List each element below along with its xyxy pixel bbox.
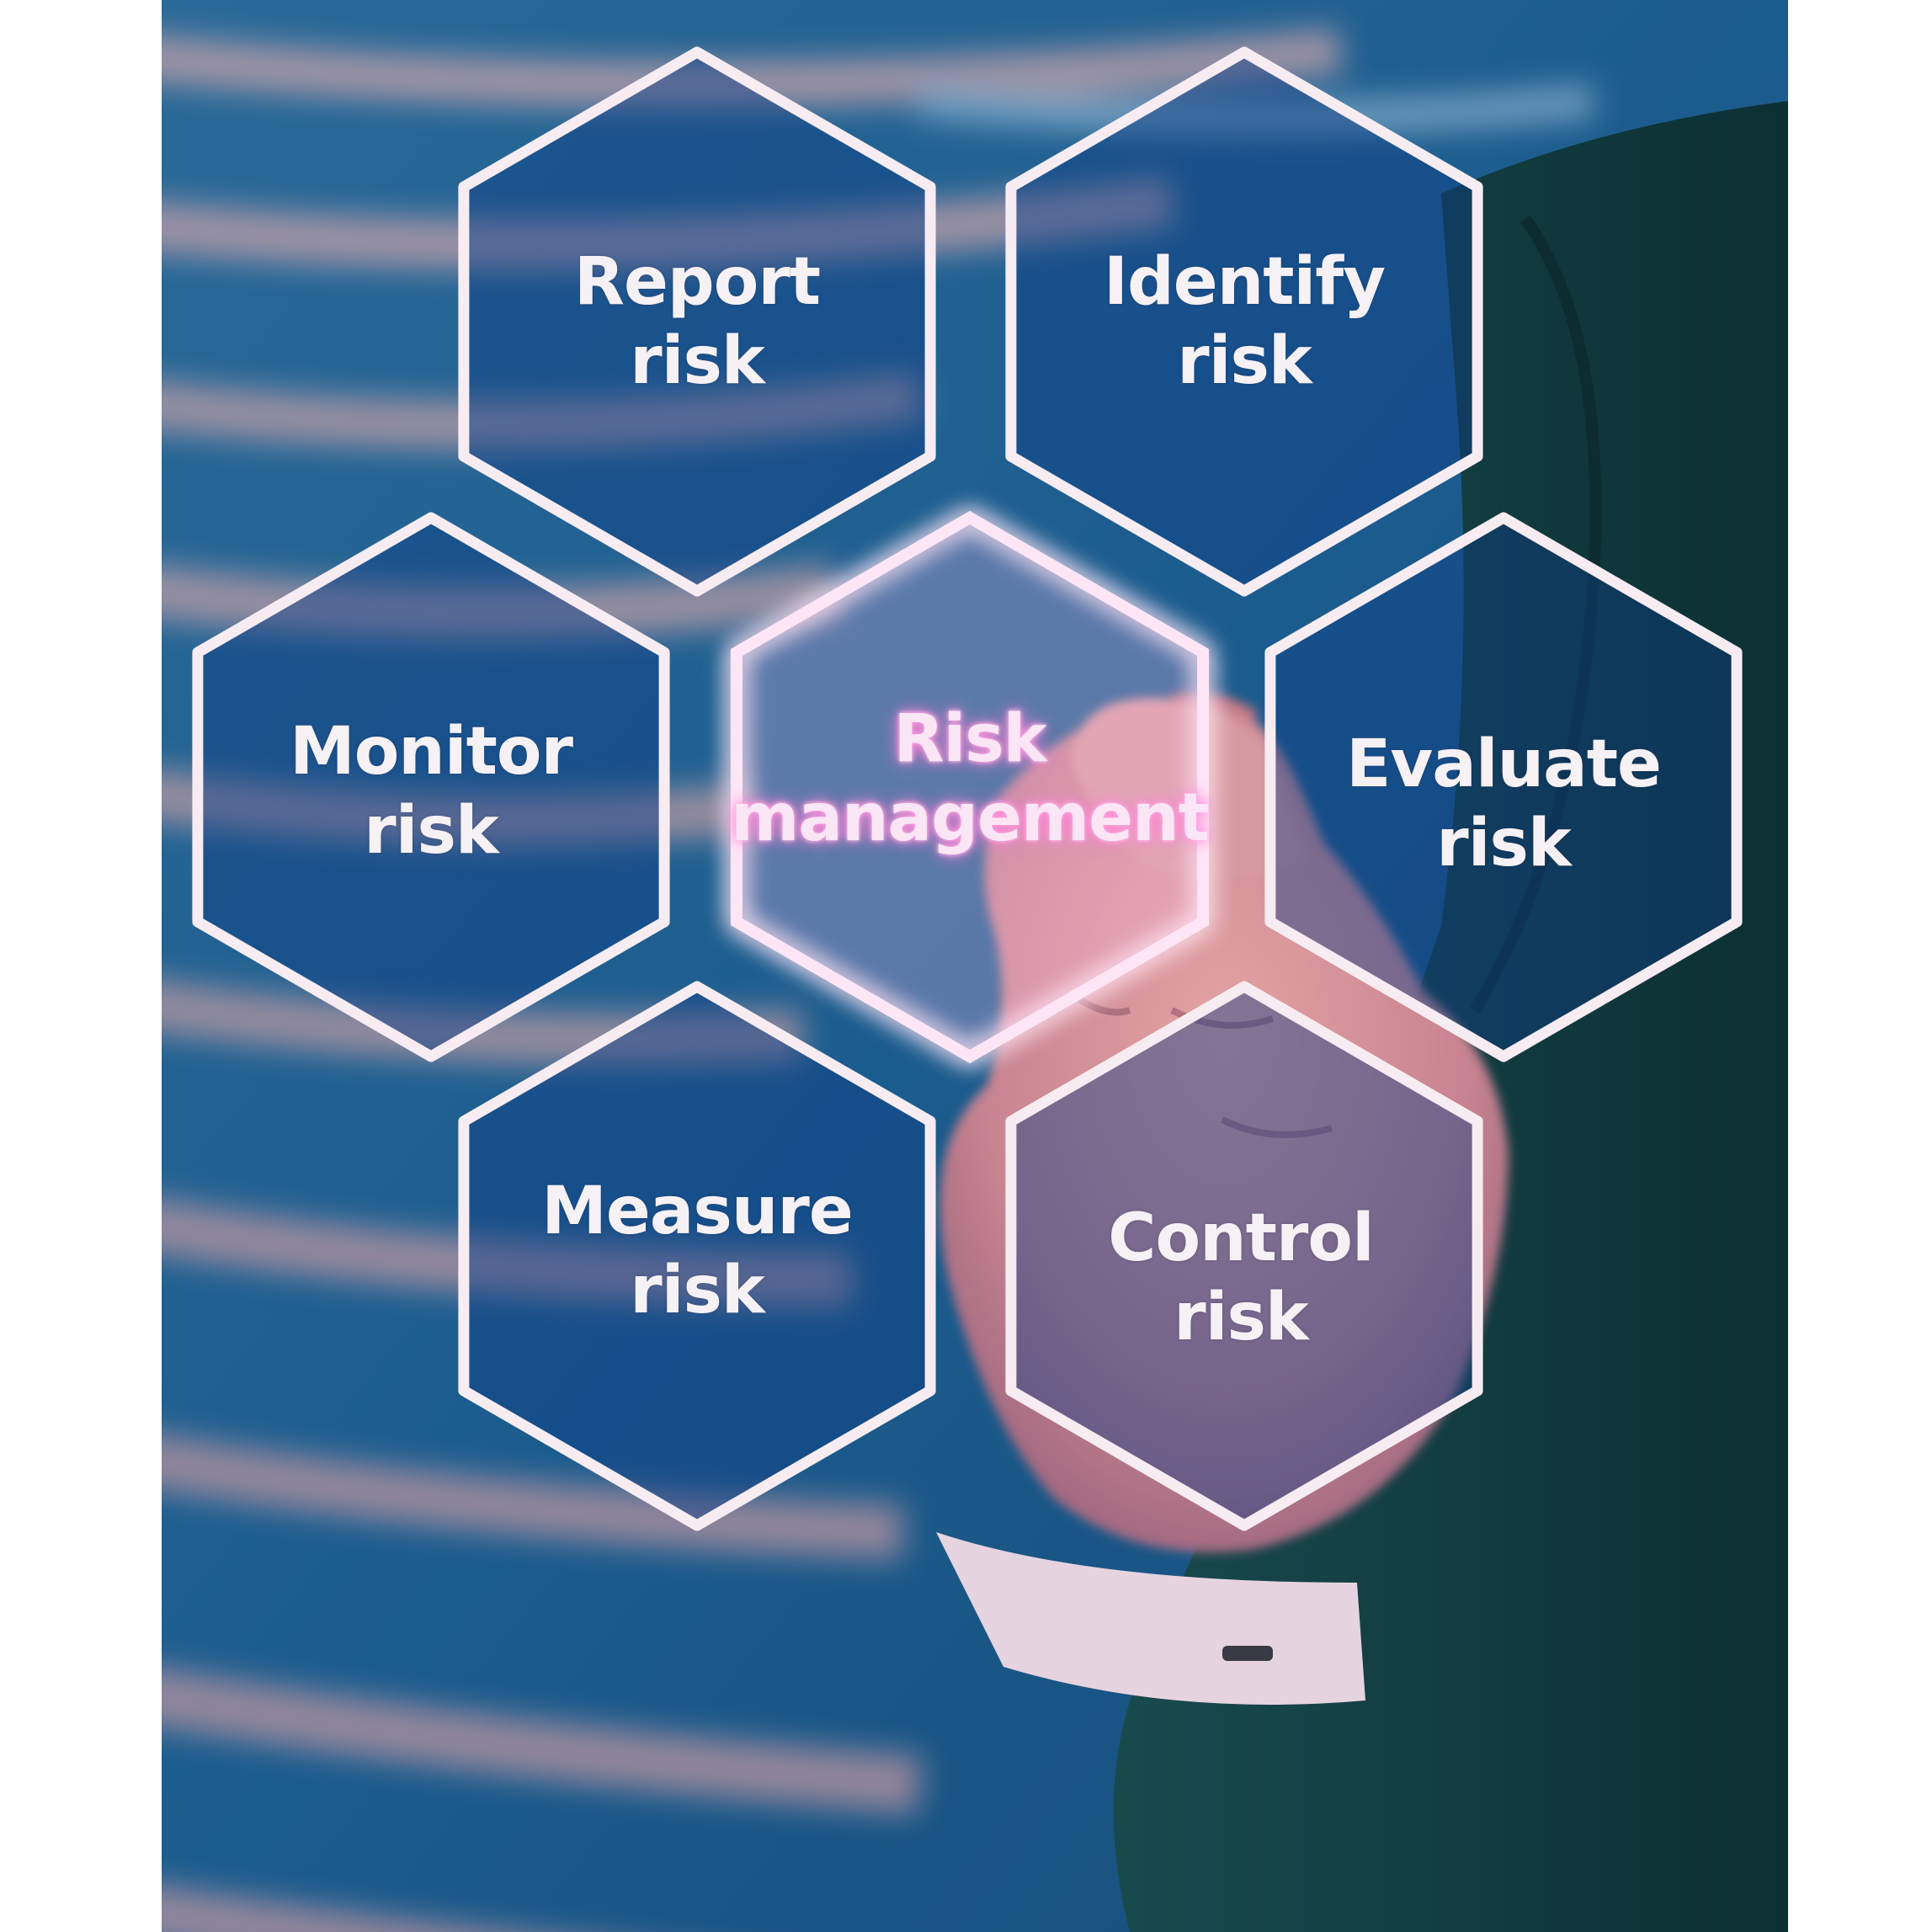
label-line-1: Measure (541, 1174, 853, 1249)
hex-label-identify: Identify risk (1103, 242, 1386, 401)
label-line-2: management (731, 780, 1210, 856)
label-line-2: risk (630, 1253, 765, 1328)
hexagon-identify (1005, 46, 1483, 597)
hexagon-evaluate (1264, 512, 1743, 1062)
hex-label-report: Report risk (573, 242, 821, 401)
label-line-2: risk (1174, 1280, 1309, 1355)
hexagon-shapes (192, 46, 1743, 1531)
hexagon-measure (458, 981, 936, 1531)
label-line-2: risk (630, 323, 765, 399)
hex-label-center: Risk management (731, 700, 1210, 858)
hexagon-monitor (192, 512, 670, 1062)
label-line-1: Identify (1103, 244, 1386, 320)
background-photo (162, 0, 1788, 1932)
label-line-2: risk (1177, 323, 1312, 399)
label-line-1: Report (573, 244, 821, 320)
label-line-1: Risk (893, 701, 1046, 777)
label-line-1: Control (1108, 1200, 1374, 1276)
hexagon-diagram: Report risk Identify risk Monitor risk R… (162, 0, 1788, 1932)
label-line-1: Monitor (290, 714, 573, 790)
blurred-office-background (162, 0, 1788, 1932)
hex-label-measure: Measure risk (541, 1172, 853, 1330)
label-line-2: risk (1436, 806, 1572, 881)
hex-label-monitor: Monitor risk (290, 712, 573, 870)
hex-label-evaluate: Evaluate risk (1346, 725, 1662, 883)
hexagon-report (458, 46, 936, 597)
hexagon-center (730, 510, 1210, 1064)
label-line-1: Evaluate (1346, 726, 1662, 802)
label-line-2: risk (364, 793, 499, 869)
hex-label-control: Control risk (1108, 1199, 1374, 1357)
hexagon-control (1005, 981, 1483, 1531)
